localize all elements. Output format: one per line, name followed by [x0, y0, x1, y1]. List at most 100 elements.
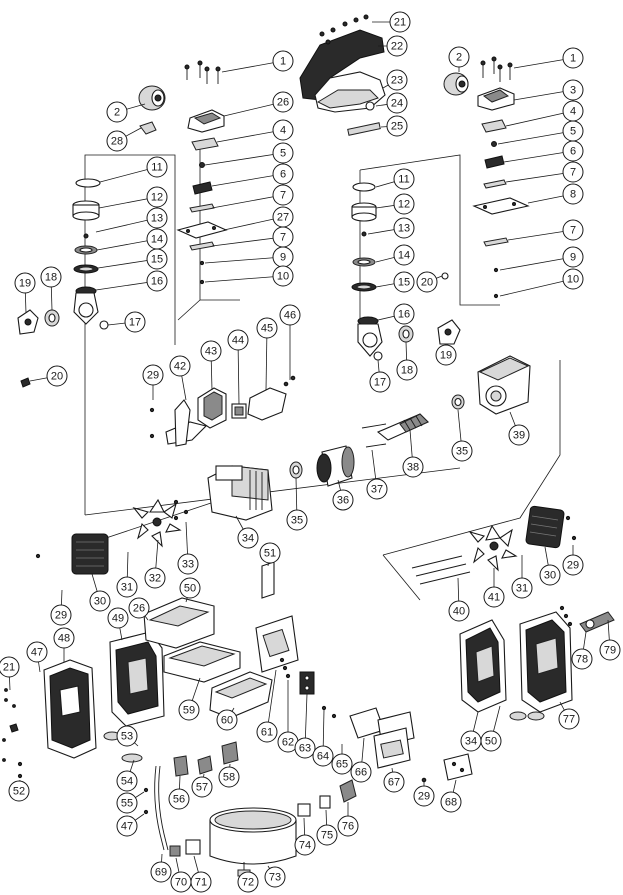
- callout-64: 64: [312, 709, 334, 767]
- callout-number: 63: [299, 743, 311, 755]
- rotor-windings: [403, 415, 423, 431]
- callout-leader-line: [499, 256, 574, 271]
- callout-circle: [562, 79, 584, 101]
- callout-circle: [393, 168, 415, 190]
- callout-circle: [558, 708, 580, 730]
- callout-29: 29: [413, 782, 435, 807]
- callout-circle: [40, 266, 62, 288]
- callout-number: 7: [570, 225, 576, 237]
- callout-79: 79: [599, 619, 621, 661]
- callout-number: 43: [205, 346, 217, 358]
- callout-2: 2: [448, 46, 470, 72]
- callout-11: 11: [99, 156, 168, 183]
- callout-circle: [480, 730, 502, 752]
- callout-36: 36: [332, 479, 354, 511]
- callout-layer: 2122232425122628456727791011121314151617…: [0, 11, 621, 893]
- callout-56: 56: [168, 775, 190, 810]
- callout-circle: [128, 597, 150, 619]
- callout-circle: [396, 359, 418, 381]
- callout-7: 7: [211, 226, 294, 248]
- callout-10: 10: [499, 268, 584, 297]
- callout-40: 40: [448, 577, 470, 622]
- callout-circle: [8, 780, 30, 802]
- left-head-bolts: [184, 60, 221, 84]
- callout-30: 30: [89, 573, 111, 612]
- callout-number: 56: [173, 794, 185, 806]
- callout-37: 37: [366, 449, 388, 500]
- callout-circle: [562, 554, 584, 576]
- callout-circle: [483, 586, 505, 608]
- callout-14: 14: [375, 244, 415, 266]
- callout-50: 50: [480, 705, 502, 752]
- callout-leader-line: [507, 229, 574, 241]
- callout-circle: [562, 219, 584, 241]
- callout-number: 47: [31, 647, 43, 659]
- callout-66: 66: [350, 737, 372, 783]
- callout-number: 74: [299, 840, 311, 852]
- callout-circle: [116, 815, 138, 837]
- callout-number: 30: [94, 596, 106, 608]
- callout-number: 18: [45, 272, 57, 284]
- callout-number: 25: [391, 121, 403, 133]
- callout-circle: [216, 709, 238, 731]
- callout-circle: [272, 265, 294, 287]
- callout-circle: [272, 184, 294, 206]
- callout-31: 31: [511, 555, 533, 599]
- callout-4: 4: [216, 119, 294, 143]
- callout-53: 53: [116, 725, 139, 747]
- callout-27: 27: [223, 206, 294, 231]
- callout-13: 13: [367, 217, 415, 239]
- callout-circle: [146, 270, 168, 292]
- right-fan-guard-grill: [529, 515, 559, 537]
- callout-30: 30: [539, 546, 561, 586]
- callout-circle: [0, 656, 20, 678]
- callout-number: 35: [456, 446, 468, 458]
- callout-number: 9: [280, 252, 286, 264]
- callout-number: 78: [576, 654, 588, 666]
- callout-number: 17: [129, 317, 141, 329]
- callout-number: 11: [398, 174, 409, 186]
- callout-45: 45: [256, 317, 278, 391]
- callout-number: 22: [391, 41, 403, 53]
- callout-51: 51: [259, 542, 281, 567]
- callout-number: 75: [321, 830, 333, 842]
- callout-circle: [312, 745, 334, 767]
- callout-number: 12: [398, 199, 410, 211]
- callout-number: 8: [570, 189, 576, 201]
- callout-number: 6: [280, 169, 286, 181]
- callout-circle: [178, 699, 200, 721]
- callout-7: 7: [505, 161, 584, 183]
- callout-circle: [393, 244, 415, 266]
- callout-circle: [237, 871, 259, 893]
- callout-78: 78: [571, 631, 593, 670]
- callout-6: 6: [503, 140, 584, 163]
- callout-7: 7: [211, 184, 294, 209]
- callout-number: 17: [374, 377, 386, 389]
- callout-number: 32: [149, 573, 161, 585]
- callout-number: 37: [371, 484, 383, 496]
- callout-10: 10: [204, 265, 294, 287]
- callout-number: 34: [465, 736, 477, 748]
- callout-circle: [46, 365, 68, 387]
- callout-number: 67: [388, 777, 400, 789]
- callout-13: 13: [95, 207, 168, 233]
- callout-49: 49: [107, 607, 129, 641]
- callout-11: 11: [375, 168, 415, 190]
- callout-number: 3: [570, 85, 576, 97]
- callout-54: 54: [116, 759, 138, 792]
- callout-circle: [386, 92, 408, 114]
- callout-21: 21: [372, 11, 411, 33]
- callout-circle: [264, 866, 286, 888]
- callout-39: 39: [508, 411, 530, 446]
- callout-number: 15: [151, 254, 163, 266]
- callout-number: 10: [277, 271, 289, 283]
- callout-29: 29: [142, 364, 164, 400]
- callout-number: 1: [570, 53, 576, 65]
- callout-76: 76: [337, 802, 359, 837]
- callout-circle: [227, 329, 249, 351]
- callout-34: 34: [460, 711, 482, 752]
- callout-52: 52: [8, 779, 30, 802]
- callout-number: 19: [440, 350, 452, 362]
- callout-number: 60: [221, 715, 233, 727]
- callout-circle: [168, 788, 190, 810]
